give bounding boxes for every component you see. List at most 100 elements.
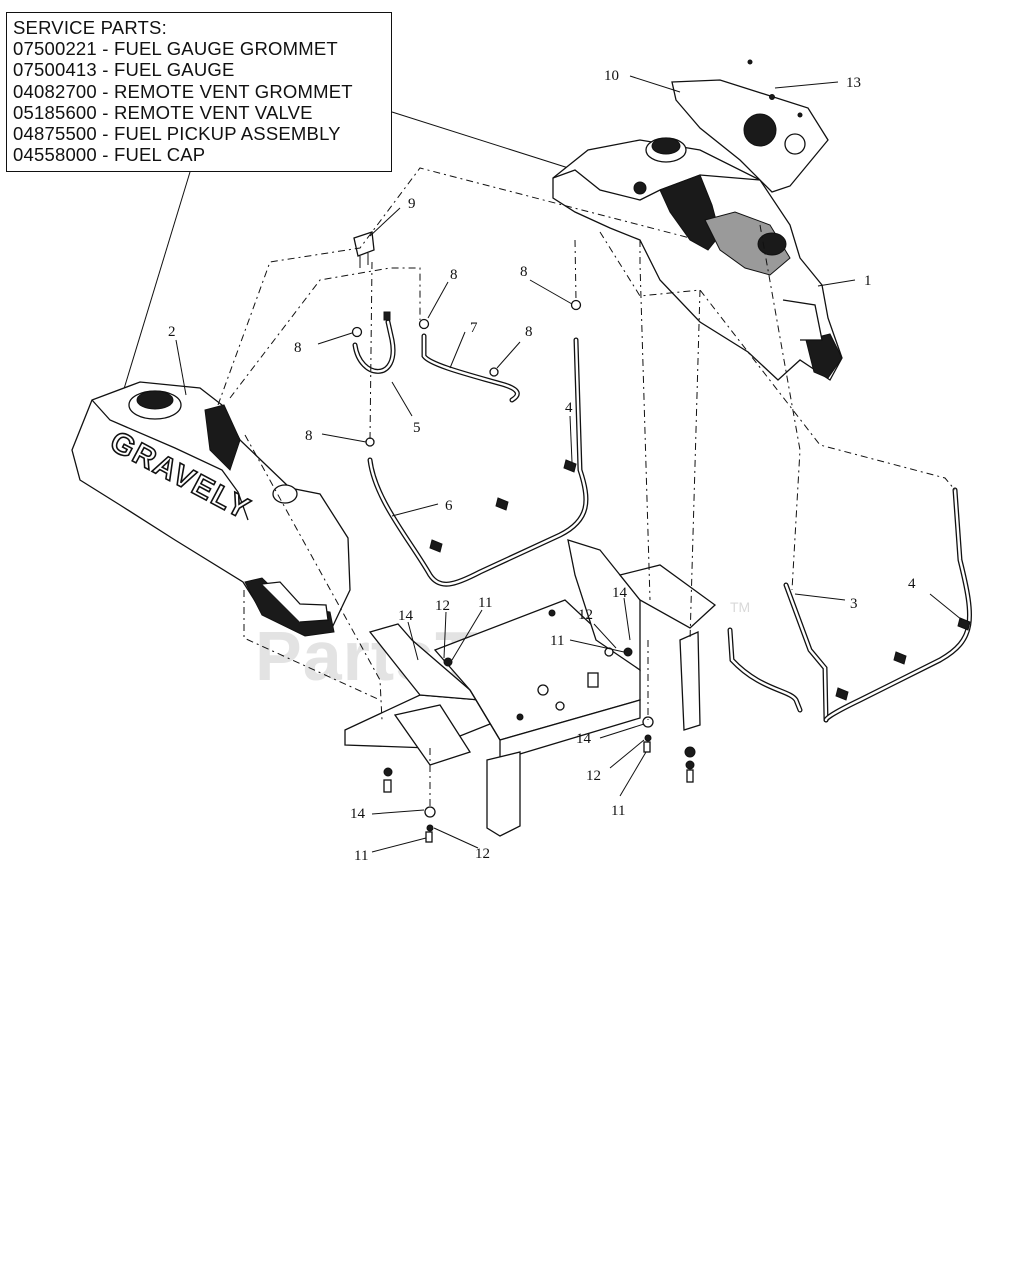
leader-1 (817, 279, 856, 287)
leader-8c (529, 279, 573, 305)
leader-14d (371, 809, 425, 815)
service-part-fuel-cap: 04558000 - FUEL CAP (13, 144, 206, 166)
frame-lower-left-plate (393, 704, 471, 766)
callout-8e: 8 (305, 428, 313, 444)
leader-4a (569, 415, 573, 463)
frame-bolt-2 (548, 609, 556, 617)
callout-2: 2 (168, 324, 176, 340)
frame-slot (587, 672, 599, 688)
callout-8b: 8 (450, 267, 458, 283)
frame-right-top-plate (618, 564, 717, 629)
hose-clamp-4 (835, 687, 849, 701)
clip-11-right (623, 647, 633, 657)
bracket-plate-hole-large (743, 113, 777, 147)
leader-8a (317, 332, 353, 345)
right-fuel-tank (552, 137, 843, 381)
dash-upper-loop (217, 167, 691, 406)
callout-14c: 14 (576, 731, 592, 747)
fuel-line-6-inner (368, 338, 588, 586)
callout-8a: 8 (294, 340, 302, 356)
service-part-remote-vent-grommet: 04082700 - REMOTE VENT GROMMET (13, 80, 353, 102)
leader-12d (433, 827, 479, 849)
dash-left-tank-to-frame (244, 434, 383, 721)
callout-11d: 11 (354, 848, 368, 864)
frame-hole-3 (604, 647, 614, 657)
bracket-plate-hole-small (784, 133, 806, 155)
frame-lower-leg (486, 751, 521, 837)
hose-clamp-6 (957, 617, 971, 631)
fastener-stacks (383, 647, 696, 843)
fuel-line-5-inner (353, 320, 395, 373)
bracket-screw-3 (797, 112, 803, 118)
dash-right-tank-loop (599, 231, 956, 491)
bolt-11-right (643, 741, 651, 753)
callout-12c: 12 (586, 768, 601, 784)
service-parts-heading: SERVICE PARTS: (13, 17, 167, 38)
nut-12-right (644, 734, 652, 742)
callout-12d: 12 (475, 846, 490, 862)
fuel-line-7-inner (422, 334, 519, 402)
dash-left-vent-path (229, 267, 421, 399)
callout-3: 3 (850, 596, 858, 612)
grommet-8-c (570, 299, 582, 311)
left-tank-body (71, 381, 351, 636)
grommet-8-b (418, 318, 430, 330)
fuel-line-3-outer (783, 582, 829, 723)
leader-9 (369, 207, 401, 237)
service-leader-right (391, 111, 601, 179)
vent-valve-9-icon (353, 231, 375, 257)
fuel-line-7-outer (421, 333, 520, 403)
grommet-8-e (365, 437, 375, 447)
callout-12a: 12 (435, 598, 450, 614)
clip-11-left (443, 657, 453, 667)
right-tank-side-step (782, 299, 823, 341)
watermark-trademark: TM (730, 599, 750, 615)
bracket-screw-1 (769, 94, 775, 100)
leader-8d (496, 341, 521, 369)
service-leader-left (119, 171, 191, 403)
callout-5: 5 (413, 420, 421, 436)
leader-13 (774, 81, 839, 89)
tee-fitting-icon (383, 311, 391, 321)
bracket-screw-2 (747, 59, 753, 65)
callout-14d: 14 (350, 806, 366, 822)
right-tank-body (552, 139, 843, 381)
leader-11d (371, 837, 427, 853)
frame-right-upright (567, 539, 641, 672)
fuel-line-4-right-outer (823, 487, 972, 723)
hose-clamp-3 (563, 459, 577, 473)
callout-14a: 14 (398, 608, 414, 624)
fuel-line-3-inner (784, 583, 828, 722)
hose-clamp-2 (495, 497, 509, 511)
left-fuel-tank: GRAVELY (71, 381, 351, 637)
washer-14-lower (424, 806, 436, 818)
leader-11b (569, 639, 625, 653)
frame-hole-1 (537, 684, 549, 696)
leader-4b (929, 593, 963, 621)
washer-extra-right-2 (685, 760, 695, 770)
callout-11c: 11 (611, 803, 625, 819)
frame-bolt-1 (516, 713, 524, 721)
callout-9: 9 (408, 196, 416, 212)
leader-11a (451, 609, 483, 661)
service-part-fuel-gauge-grommet: 07500221 - FUEL GAUGE GROMMET (13, 38, 338, 60)
callout-numbers: 1 2 3 4 4 5 6 7 8 8 8 8 8 9 10 11 11 11 … (168, 68, 916, 864)
frame-front-lip (469, 689, 641, 761)
washer-extra-right-1 (684, 746, 696, 758)
leader-12c (609, 739, 645, 769)
callout-11b: 11 (550, 633, 564, 649)
dash-vent-drop (369, 261, 373, 441)
leader-14c (599, 723, 645, 739)
frame-bracket (344, 539, 717, 837)
frame-right-mount-tab (679, 631, 701, 731)
right-tank-cavity (659, 174, 721, 251)
leader-11c (619, 751, 647, 797)
dash-right-tank-drop-1 (639, 240, 651, 601)
fuel-line-3b-inner (728, 628, 802, 712)
tank-bracket-plate (671, 59, 829, 193)
fuel-line-3b-outer (727, 627, 803, 713)
grommet-8-d (489, 367, 499, 377)
callout-12b: 12 (578, 607, 593, 623)
